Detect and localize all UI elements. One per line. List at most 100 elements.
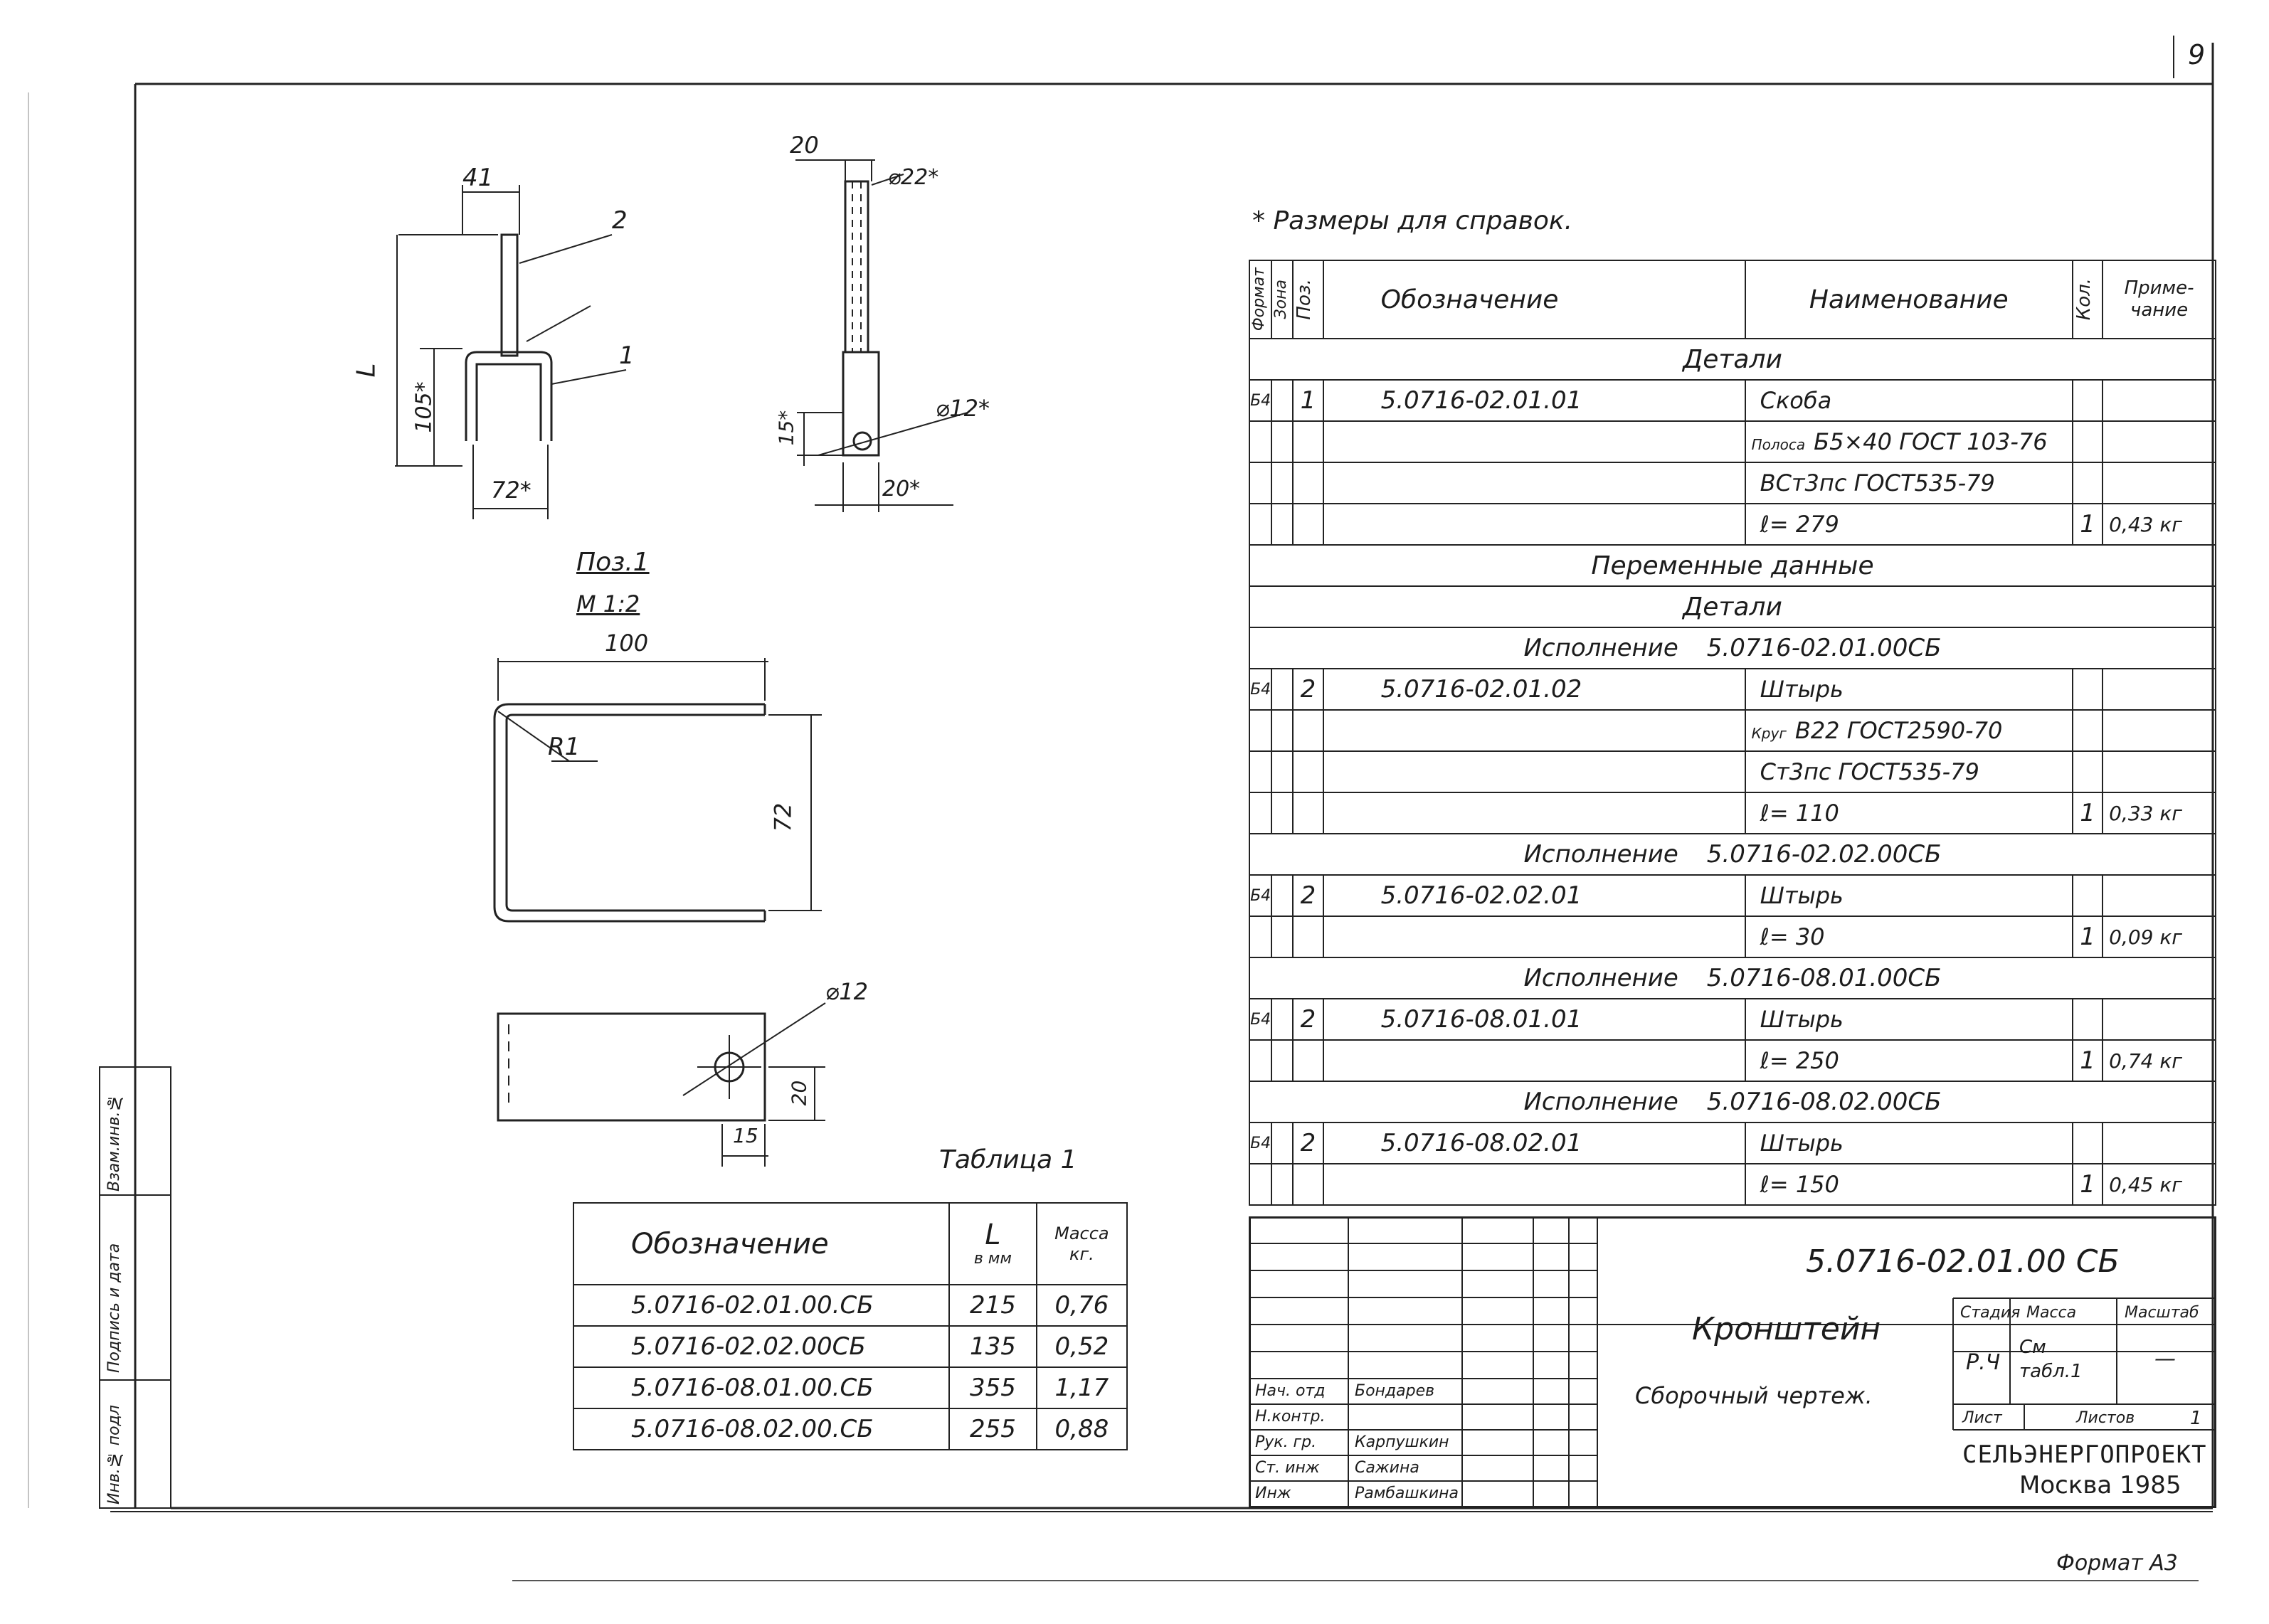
spec-cell-qty <box>2071 998 2104 1041</box>
spec-cell-designation <box>1322 1039 1746 1082</box>
stamp-role: Инж <box>1255 1485 1291 1502</box>
spec-cell-qty: 1 <box>2071 1163 2104 1206</box>
spec-execution-label: Исполнение <box>1523 634 1678 662</box>
spec-cell-zone <box>1271 668 1294 711</box>
spec-cell-pos <box>1292 503 1324 546</box>
spec-cell-note <box>2102 668 2216 711</box>
table1-cell-designation: 5.0716-02.01.00.СБ <box>572 1284 951 1327</box>
dim-20-top: 20 <box>790 132 819 159</box>
spec-cell-note <box>2102 1122 2216 1164</box>
spec-cell-zone <box>1271 792 1294 834</box>
spec-cell-note <box>2102 709 2216 752</box>
spec-cell-format: Б4 <box>1248 668 1273 711</box>
spec-execution-label: Исполнение <box>1523 1088 1678 1116</box>
spec-section-title: Детали <box>1249 585 2216 628</box>
stamp-person: Бондарев <box>1355 1382 1435 1400</box>
spec-execution-code: 5.0716-08.02.00СБ <box>1706 1088 1942 1116</box>
stamp-city-year: Москва 1985 <box>2019 1471 2181 1500</box>
spec-header-qty-text: Кол. <box>2073 278 2095 321</box>
spec-cell-format: Б4 <box>1248 1122 1273 1164</box>
spec-cell-name: ℓ= 110 <box>1744 792 2073 834</box>
spec-cell-designation <box>1322 420 1746 463</box>
spec-cell-name-text: ℓ= 279 <box>1760 511 1839 538</box>
table1-cell-L: 135 <box>948 1325 1037 1368</box>
stamp-role: Ст. инж <box>1255 1459 1320 1477</box>
spec-header-format-text: Формат <box>1250 267 1268 331</box>
spec-cell-designation <box>1322 503 1746 546</box>
spec-execution-code: 5.0716-08.01.00СБ <box>1706 964 1942 992</box>
spec-cell-format <box>1248 792 1273 834</box>
table1-cell-mass: 0,52 <box>1035 1325 1128 1368</box>
spec-cell-designation: 5.0716-02.01.01 <box>1322 379 1746 422</box>
table1-header-mass: Масса кг. <box>1035 1202 1128 1285</box>
spec-cell-note <box>2102 462 2216 504</box>
spec-cell-qty <box>2071 379 2104 422</box>
dim-diameter-22: ⌀22* <box>888 165 939 190</box>
dim-72: 72 <box>769 802 797 832</box>
stamp-scale: — <box>2154 1347 2176 1371</box>
spec-cell-name-prefix: Полоса <box>1751 436 1806 453</box>
stamp-scale-label: Масштаб <box>2125 1304 2199 1322</box>
spec-cell-format: Б4 <box>1248 998 1273 1041</box>
spec-cell-pos: 2 <box>1292 998 1324 1041</box>
stamp-sheets: 1 <box>2190 1408 2202 1429</box>
table1-header-L: L в мм <box>948 1202 1037 1285</box>
spec-cell-note: 0,09 кг <box>2102 916 2216 958</box>
spec-section-row: Детали <box>1249 338 2216 381</box>
dim-diameter-12: ⌀12* <box>936 395 990 422</box>
spec-header-row: Формат Зона Поз. Обозначение Наименовани… <box>1248 260 2216 339</box>
spec-cell-zone <box>1271 1163 1294 1206</box>
spec-cell-pos <box>1292 750 1324 793</box>
dim-plan-15: 15 <box>733 1124 758 1147</box>
spec-header-designation: Обозначение <box>1322 260 1746 339</box>
spec-cell-note <box>2102 420 2216 463</box>
stamp-stage: Р.Ч <box>1966 1350 2001 1375</box>
spec-header-zone-text: Зона <box>1272 280 1291 319</box>
spec-cell-name-prefix: Круг <box>1751 725 1787 742</box>
spec-execution-label: Исполнение <box>1523 840 1678 869</box>
spec-header-pos: Поз. <box>1292 260 1324 339</box>
spec-cell-qty <box>2071 668 2104 711</box>
table1-header-L-unit: в мм <box>973 1250 1012 1268</box>
spec-cell-pos: 2 <box>1292 1122 1324 1164</box>
stamp-sheets-label: Листов <box>2076 1409 2135 1427</box>
spec-cell-name: Скоба <box>1744 379 2073 422</box>
spec-cell-zone <box>1271 379 1294 422</box>
stamp-mass: См табл.1 <box>2019 1337 2083 1382</box>
dim-plan-diameter-12: ⌀12 <box>825 978 868 1005</box>
table-row: Круг В22 ГОСТ2590-70 <box>1248 709 2216 752</box>
table-row: 5.0716-02.01.00.СБ 215 0,76 <box>572 1284 1128 1327</box>
table1-header-row: Обозначение L в мм Масса кг. <box>572 1202 1128 1285</box>
spec-cell-zone <box>1271 1039 1294 1082</box>
stamp-stage-label: Стадия <box>1960 1304 2021 1322</box>
spec-cell-qty <box>2071 874 2104 917</box>
spec-cell-format <box>1248 462 1273 504</box>
spec-cell-name-text: ℓ= 30 <box>1760 923 1825 950</box>
spec-cell-name-text: ℓ= 250 <box>1760 1047 1839 1074</box>
table1-cell-designation: 5.0716-02.02.00СБ <box>572 1325 951 1368</box>
spec-cell-note <box>2102 874 2216 917</box>
spec-cell-pos <box>1292 1163 1324 1206</box>
spec-cell-qty <box>2071 1122 2104 1164</box>
stamp-role: Н.контр. <box>1255 1408 1326 1426</box>
spec-cell-pos: 2 <box>1292 668 1324 711</box>
reference-note: * Размеры для справок. <box>1252 206 1573 235</box>
spec-cell-name: ℓ= 150 <box>1744 1163 2073 1206</box>
spec-cell-name-text: В22 ГОСТ2590-70 <box>1794 717 2003 744</box>
part1-plan-view <box>497 1002 826 1167</box>
spec-cell-name: Штырь <box>1744 1122 2073 1164</box>
table-row: ВСт3пс ГОСТ535-79 <box>1248 462 2216 504</box>
spec-cell-pos <box>1292 916 1324 958</box>
dim-R1: R1 <box>548 733 581 761</box>
table1-cell-L: 215 <box>948 1284 1037 1327</box>
